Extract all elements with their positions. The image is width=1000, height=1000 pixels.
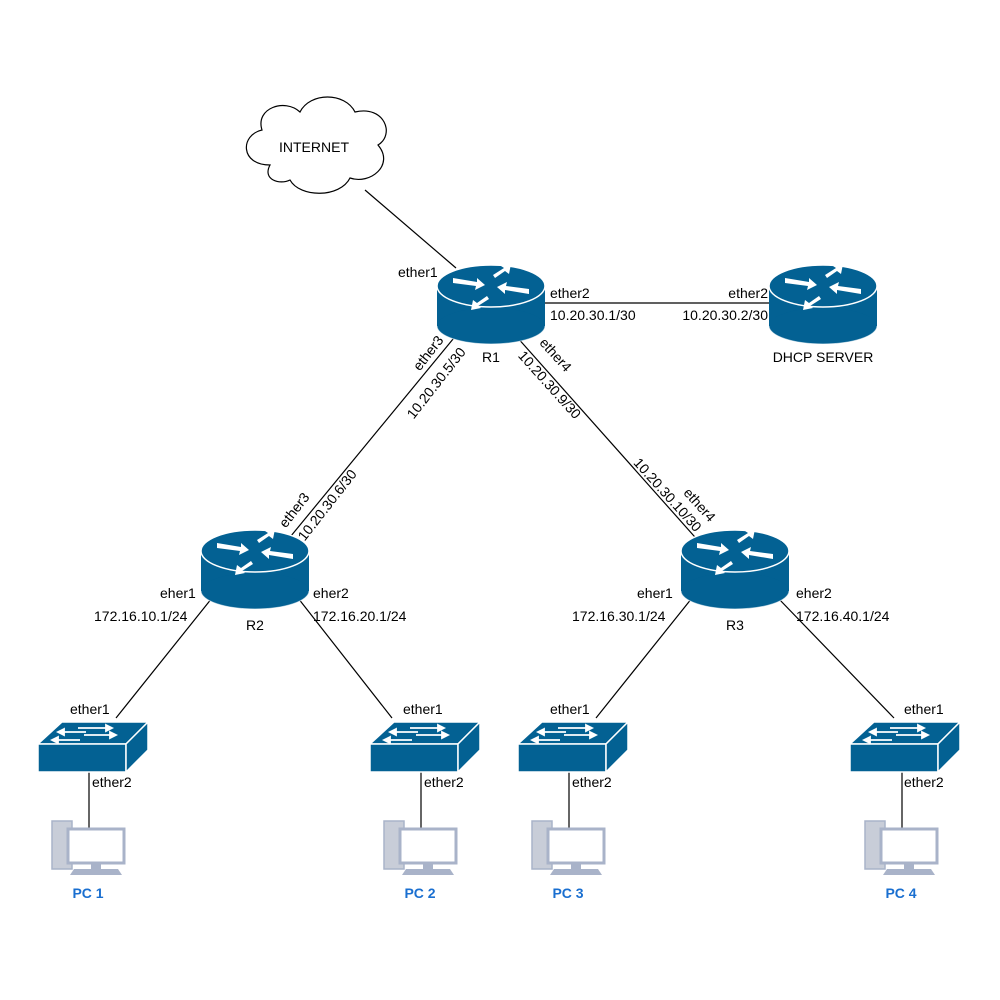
switch-icon [849,721,961,773]
r3-eher2-ip: 172.16.40.1/24 [796,608,890,624]
r3-label: R3 [726,617,744,633]
computer-icon [530,819,606,877]
pc-4-label: PC 4 [885,885,916,901]
cloud-icon[interactable]: INTERNET [245,96,387,194]
router-icon [436,263,546,345]
sw1-ether1-label: ether1 [70,701,110,717]
link-r2-sw1 [115,597,213,719]
pc-2-label: PC 2 [404,885,435,901]
r1-ether3-ip: 10.20.30.5/30 [403,344,468,421]
dhcp-ether2-ip: 10.20.30.2/30 [682,307,768,323]
switch-2[interactable] [369,721,481,773]
link-r2-sw2 [297,597,393,719]
pc-1-label: PC 1 [72,885,103,901]
sw3-ether1-label: ether1 [550,701,590,717]
switch-icon [37,721,149,773]
r1-label: R1 [482,349,500,365]
r3-eher2-label: eher2 [796,585,832,601]
r1-ether1-label: ether1 [398,264,438,280]
router-icon [768,263,878,345]
computer-icon [863,819,939,877]
router-r1[interactable]: R1 [436,263,546,365]
sw4-ether1-label: ether1 [904,701,944,717]
r2-label: R2 [246,617,264,633]
link-r1-r3 [515,335,703,546]
link-internet-r1 [364,189,457,269]
router-icon [680,528,790,610]
switch-icon [517,721,629,773]
computer-icon [50,819,126,877]
r2-eher2-label: eher2 [313,585,349,601]
r2-eher1-label: eher1 [160,585,196,601]
r3-eher1-ip: 172.16.30.1/24 [572,608,666,624]
router-dhcp-server[interactable]: DHCP SERVER [768,263,878,365]
sw3-ether2-label: ether2 [572,774,612,790]
computer-icon [382,819,458,877]
switch-3[interactable] [517,721,629,773]
internet-label: INTERNET [279,139,349,155]
r2-eher1-ip: 172.16.10.1/24 [94,608,188,624]
r2-eher2-ip: 172.16.20.1/24 [313,608,407,624]
link-r3-sw3 [595,597,693,719]
sw2-ether1-label: ether1 [403,701,443,717]
switch-icon [369,721,481,773]
r3-eher1-label: eher1 [637,585,673,601]
r1-ether2-ip: 10.20.30.1/30 [550,307,636,323]
sw2-ether2-label: ether2 [424,774,464,790]
dhcp-ether2-label: ether2 [728,285,768,301]
r1-ether2-label: ether2 [550,285,590,301]
router-r2[interactable]: R2 [200,528,310,633]
switch-4[interactable] [849,721,961,773]
link-r1-r2 [285,332,459,543]
sw1-ether2-label: ether2 [92,774,132,790]
switch-1[interactable] [37,721,149,773]
dhcp-label: DHCP SERVER [773,349,874,365]
pc-4[interactable]: PC 4 [863,819,939,901]
router-icon [200,528,310,610]
router-r3[interactable]: R3 [680,528,790,633]
pc-3[interactable]: PC 3 [530,819,606,901]
pc-3-label: PC 3 [552,885,583,901]
pc-2[interactable]: PC 2 [382,819,458,901]
sw4-ether2-label: ether2 [904,774,944,790]
link-r3-sw4 [777,597,895,719]
pc-1[interactable]: PC 1 [50,819,126,901]
